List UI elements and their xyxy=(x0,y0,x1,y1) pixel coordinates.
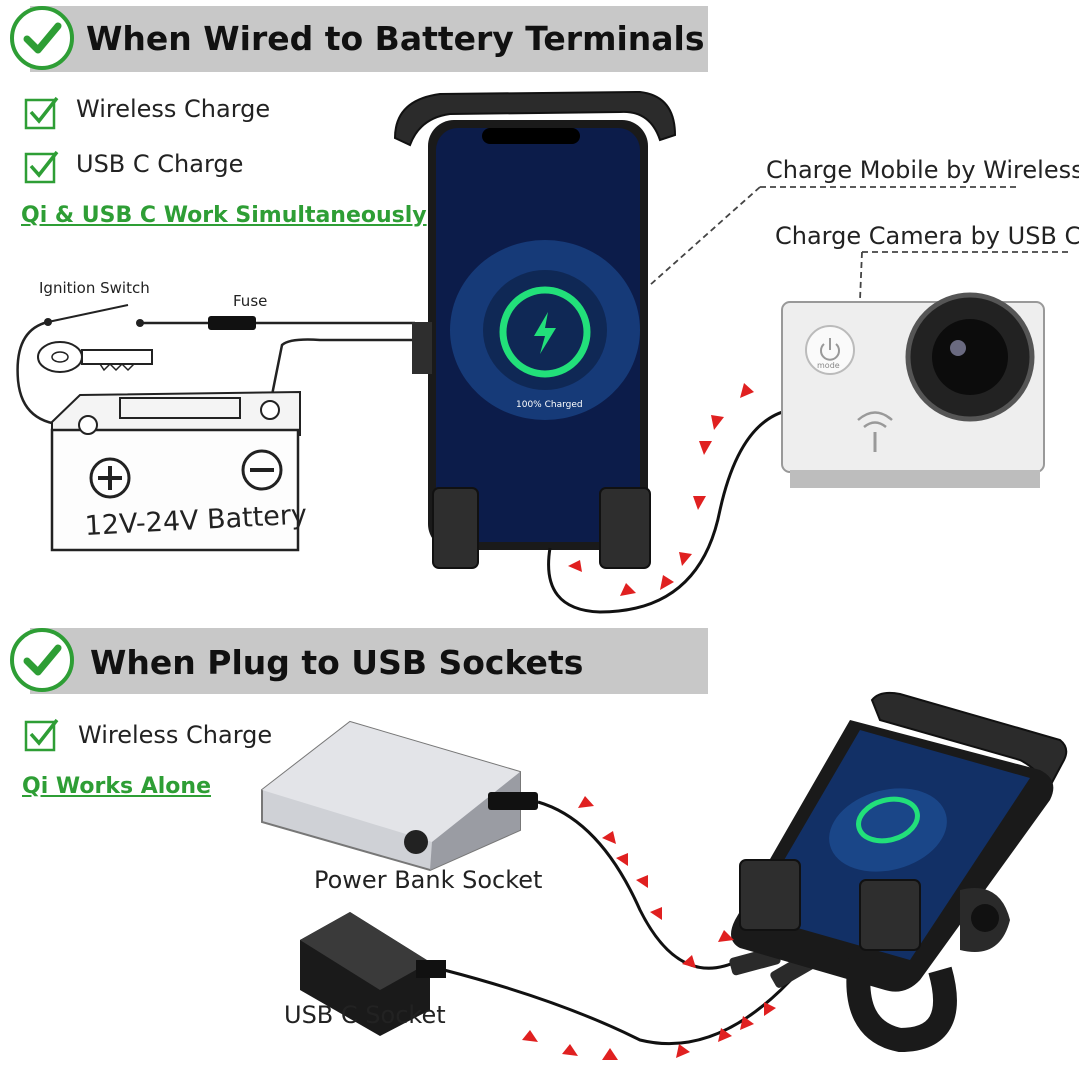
power-bank-icon xyxy=(261,720,538,872)
usb-adapter-icon xyxy=(300,912,446,1036)
phone-holder-top xyxy=(393,90,791,614)
feature-checkbox-icon xyxy=(24,716,60,757)
battery-icon xyxy=(50,390,301,552)
flow-arrows-top xyxy=(568,383,754,596)
action-camera-icon xyxy=(781,292,1045,488)
feature-wireless-charge: Wireless Charge xyxy=(76,95,271,123)
camera-mode-label: mode xyxy=(817,361,840,370)
simultaneous-note: Qi & USB C Work Simultaneously xyxy=(21,203,427,228)
qi-alone-note: Qi Works Alone xyxy=(22,774,211,799)
section2-check-icon xyxy=(10,628,74,692)
phone-charge-status: 100% Charged xyxy=(516,400,583,410)
key-icon xyxy=(37,341,153,373)
section2-title: When Plug to USB Sockets xyxy=(90,643,584,682)
feature-wireless-charge-2: Wireless Charge xyxy=(78,721,273,749)
callout-usbc: Charge Camera by USB C xyxy=(775,222,1079,250)
section1-check-icon xyxy=(10,6,74,70)
ignition-switch-label: Ignition Switch xyxy=(39,279,150,297)
section1-banner xyxy=(30,6,708,72)
fuse-icon xyxy=(208,316,256,330)
phone-holder-bottom xyxy=(731,691,1068,1053)
power-bank-socket-label: Power Bank Socket xyxy=(314,866,543,894)
callout-wireless: Charge Mobile by Wireless xyxy=(766,156,1079,184)
fuse-label: Fuse xyxy=(233,292,268,310)
usb-c-socket-label: USB C Socket xyxy=(284,1001,446,1029)
flow-arrows-bottom xyxy=(522,796,776,1060)
section2-banner xyxy=(30,628,708,694)
feature-usbc-charge: USB C Charge xyxy=(76,150,244,178)
ignition-switch-icon xyxy=(44,304,144,327)
feature-checkbox-icon xyxy=(24,94,60,135)
section1-title: When Wired to Battery Terminals xyxy=(86,19,705,58)
feature-checkbox-icon xyxy=(24,148,60,189)
